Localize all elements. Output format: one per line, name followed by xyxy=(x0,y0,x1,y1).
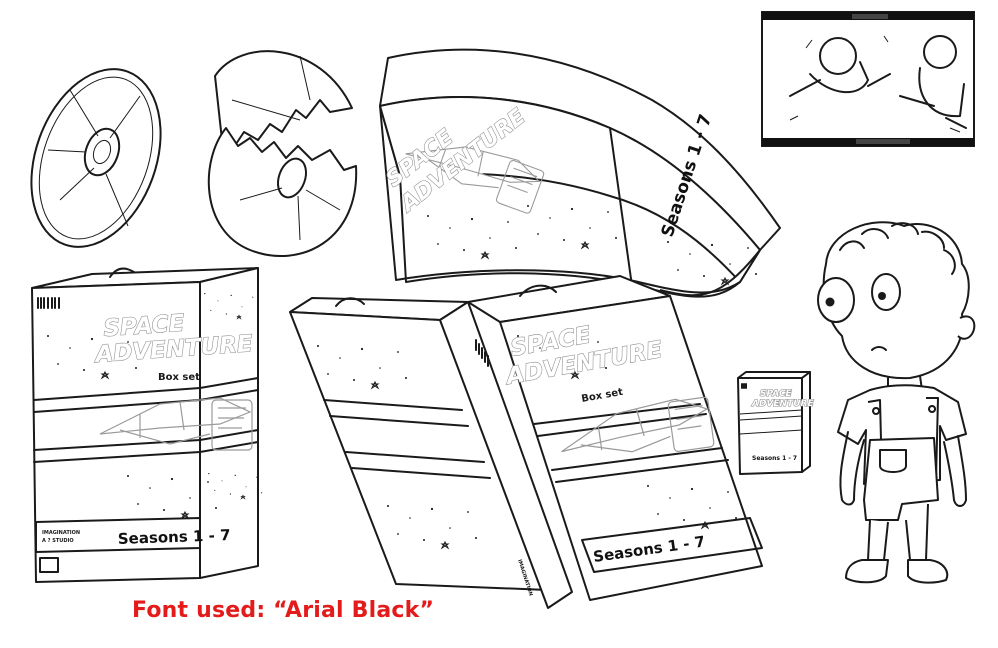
svg-text:IMAGINATION: IMAGINATION xyxy=(42,530,80,536)
curved-box: SPACE ADVENTURE Seasons 1 - 7 xyxy=(379,48,781,298)
barcode-icon xyxy=(37,297,60,309)
front-box: SPACE ADVENTURE Box set Seasons 1 - 7 IM… xyxy=(31,267,263,583)
font-caption: Font used: “Arial Black” xyxy=(132,598,435,623)
boy-character xyxy=(817,221,976,584)
open-box: SPACE ADVENTURE Box set Seasons 1 - 7 IM… xyxy=(289,275,763,609)
small-box-title-1: SPACE xyxy=(760,389,793,399)
small-box-seasons: Seasons 1 - 7 xyxy=(752,455,797,462)
front-box-seasons: Seasons 1 - 7 xyxy=(118,526,231,548)
barcode-icon xyxy=(475,339,489,367)
svg-text:A ? STUDIO: A ? STUDIO xyxy=(42,538,74,544)
small-box-title-2: ADVENTURE xyxy=(751,399,814,409)
small-box: SPACE ADVENTURE Seasons 1 - 7 xyxy=(737,371,815,475)
front-box-title-1: SPACE xyxy=(103,310,186,342)
reference-thumbnail xyxy=(761,11,975,147)
disc-icon xyxy=(30,68,162,248)
broken-disc-icon xyxy=(207,50,358,258)
front-box-subtitle: Box set xyxy=(158,372,200,383)
logo-stamp-icon xyxy=(39,557,59,573)
